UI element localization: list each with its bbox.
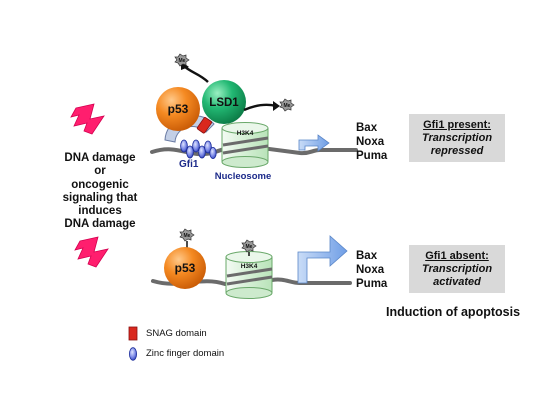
gene-label: Puma bbox=[356, 150, 388, 162]
gene-label: Noxa bbox=[356, 264, 385, 276]
lightning-bolt-icon-bottom bbox=[74, 236, 109, 268]
zinc-finger-legend-icon bbox=[128, 347, 137, 361]
demethylation-arrow-right bbox=[243, 103, 277, 112]
demethylation-arrow-left bbox=[183, 65, 209, 83]
status-line: activated bbox=[433, 276, 481, 288]
target-genes-top: Bax Noxa Puma bbox=[356, 121, 387, 163]
zinc-finger-cluster-top bbox=[180, 139, 217, 159]
top-panel: p53 LSD1 Gfi1 Me Me H3K4 Nucleosome bbox=[150, 53, 358, 182]
trigger-line: oncogenic bbox=[71, 178, 129, 191]
demethylation-arrowhead-right bbox=[273, 101, 280, 111]
p53-label-top: p53 bbox=[168, 102, 189, 116]
lsd1-protein bbox=[202, 80, 246, 124]
status-line: Transcription bbox=[421, 132, 493, 144]
transcription-arrow-small bbox=[298, 134, 330, 152]
gene-label: Bax bbox=[356, 250, 378, 262]
nucleosome-label: Nucleosome bbox=[215, 171, 272, 182]
gene-label: Noxa bbox=[356, 136, 385, 148]
gfi1-label: Gfi1 bbox=[179, 159, 199, 170]
lightning-bolt-icon-top bbox=[70, 103, 105, 135]
me-badge-label-bottom-right: Me bbox=[246, 244, 253, 250]
status-box-activated: Gfi1 absent: Transcription activated bbox=[409, 245, 505, 293]
trigger-line: induces bbox=[78, 205, 122, 218]
me-badge-icon-bottom-left bbox=[179, 228, 195, 242]
status-box-repressed: Gfi1 present: Transcription repressed bbox=[409, 114, 505, 162]
me-badge-label-top-left: Me bbox=[179, 58, 186, 64]
snag-domain-legend-icon bbox=[128, 326, 138, 341]
histone-mark-label-bottom: H3K4 bbox=[241, 263, 258, 270]
legend-zinc-label: Zinc finger domain bbox=[146, 348, 225, 359]
snag-domain-top bbox=[196, 117, 212, 134]
lsd1-label: LSD1 bbox=[209, 97, 239, 109]
status-line: Transcription bbox=[421, 263, 493, 275]
nucleosome-top bbox=[221, 122, 269, 168]
gene-label: Puma bbox=[356, 278, 388, 290]
p53-label-bottom: p53 bbox=[175, 261, 196, 275]
apoptosis-outcome-label: Induction of apoptosis bbox=[386, 305, 521, 319]
histone-mark-label-top: H3K4 bbox=[237, 130, 254, 137]
trigger-line: DNA damage bbox=[64, 152, 136, 164]
dna-damage-trigger-text: DNA damage or oncogenic signaling that i… bbox=[40, 152, 160, 232]
me-badge-icon-top-right bbox=[279, 98, 295, 112]
p53-protein-top bbox=[156, 87, 200, 131]
legend-snag-label: SNAG domain bbox=[146, 328, 207, 339]
target-genes-bottom: Bax Noxa Puma bbox=[356, 249, 387, 291]
trigger-line: signaling that bbox=[62, 191, 138, 204]
p53-protein-bottom bbox=[164, 247, 206, 289]
bottom-panel: H3K4 Me Me p53 bbox=[151, 228, 352, 299]
me-badge-label-bottom-left: Me bbox=[184, 233, 191, 239]
status-heading: Gfi1 present: bbox=[423, 119, 491, 131]
transcription-arrow-large bbox=[297, 235, 348, 284]
me-badge-icon-top-left bbox=[174, 53, 190, 67]
me-badge-label-top-right: Me bbox=[284, 103, 291, 109]
status-heading: Gfi1 absent: bbox=[425, 250, 489, 262]
gene-label: Bax bbox=[356, 122, 378, 134]
status-line: repressed bbox=[430, 145, 484, 157]
trigger-line: DNA damage bbox=[64, 218, 136, 231]
nucleosome-bottom bbox=[225, 251, 273, 299]
trigger-line: or bbox=[94, 165, 106, 178]
me-badge-icon-bottom-right bbox=[241, 239, 257, 253]
